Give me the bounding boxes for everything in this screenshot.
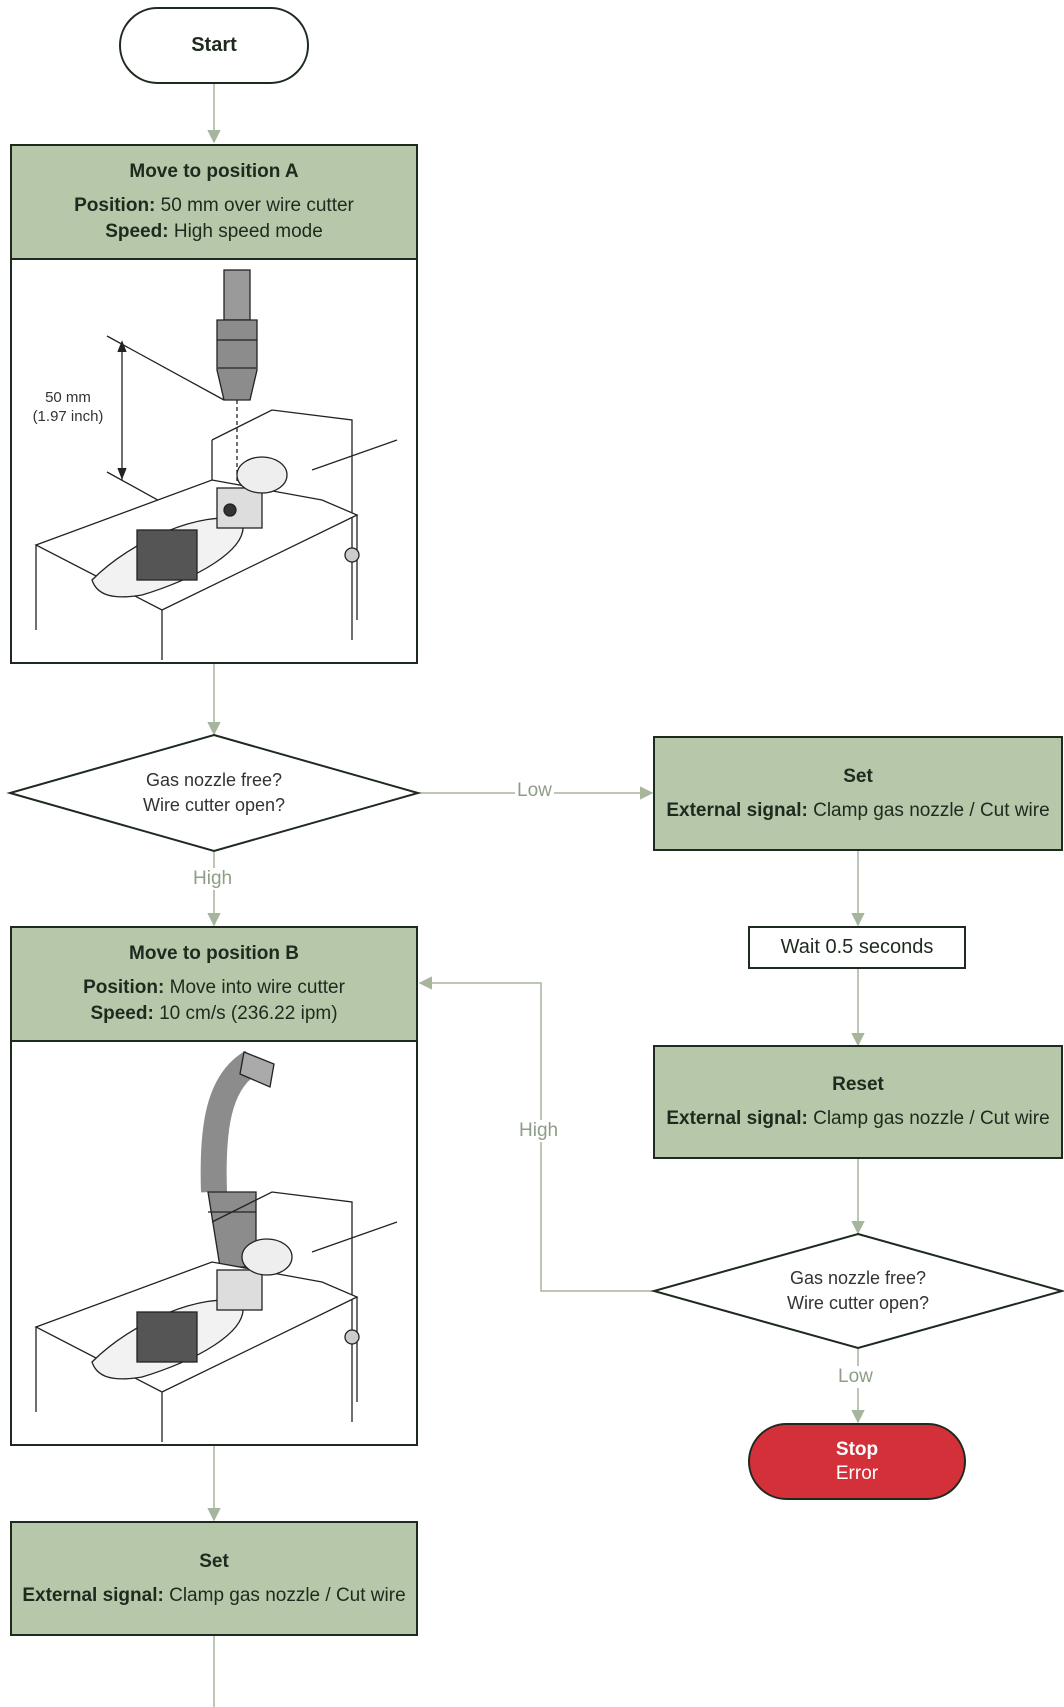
step-b-box: Move to position B Position: Move into w… [10, 926, 418, 1042]
edge-label-low-1: Low [515, 780, 554, 802]
set-bottom-signal-value: Clamp gas nozzle / Cut wire [163, 1584, 406, 1606]
step-b-title: Move to position B [129, 943, 299, 964]
wait-label: Wait 0.5 seconds [780, 936, 934, 958]
step-b-position-value: Move into wire cutter [164, 977, 345, 998]
figure-a-dim-inch: (1.97 inch) [32, 408, 104, 425]
figure-b-illustration [34, 1050, 398, 1442]
figure-a-dim-mm: 50 mm [45, 389, 91, 406]
set-bottom-title: Set [199, 1550, 229, 1572]
reset-signal-key: External signal: [666, 1108, 808, 1129]
wait-box: Wait 0.5 seconds [748, 926, 966, 969]
figure-a-panel: 50 mm (1.97 inch) [10, 258, 418, 664]
step-b-speed-key: Speed: [90, 1003, 154, 1024]
reset-title: Reset [832, 1074, 884, 1095]
figure-a-illustration [34, 269, 398, 660]
set-right-box: Set External signal: Clamp gas nozzle / … [653, 736, 1063, 851]
edge-label-high-1: High [191, 868, 235, 890]
decision-1-text: Gas nozzle free? Wire cutter open? [104, 768, 324, 818]
decision-1-line2: Wire cutter open? [142, 795, 286, 815]
edge-label-high-2: High [517, 1120, 561, 1142]
figure-b-panel [10, 1040, 418, 1446]
stop-title: Stop [835, 1438, 879, 1460]
set-right-title: Set [843, 765, 873, 787]
decision-2-text: Gas nozzle free? Wire cutter open? [748, 1266, 968, 1316]
step-a-title: Move to position A [129, 161, 299, 182]
stop-subtitle: Error [835, 1462, 879, 1484]
step-b-speed-value: 10 cm/s (236.22 ipm) [153, 1003, 338, 1024]
start-label: Start [191, 34, 237, 56]
edge-label-low-2: Low [836, 1366, 875, 1388]
decision-2-line1: Gas nozzle free? [789, 1268, 927, 1288]
decision-2-shape [650, 1232, 1064, 1350]
step-a-position-value: 50 mm over wire cutter [155, 195, 354, 216]
set-bottom-signal-key: External signal: [22, 1584, 164, 1606]
decision-2-line2: Wire cutter open? [786, 1293, 930, 1313]
step-a-speed-value: High speed mode [168, 221, 323, 242]
step-a-position-key: Position: [74, 195, 156, 216]
step-b-position-key: Position: [83, 977, 165, 998]
set-right-signal-key: External signal: [666, 799, 808, 821]
reset-signal-value: Clamp gas nozzle / Cut wire [807, 1108, 1050, 1129]
decision-1-shape [6, 733, 422, 853]
step-a-box: Move to position A Position: 50 mm over … [10, 144, 418, 260]
stop-terminal: Stop Error [748, 1423, 966, 1500]
set-right-signal-value: Clamp gas nozzle / Cut wire [807, 799, 1050, 821]
figure-a-dim-label: 50 mm (1.97 inch) [28, 388, 108, 426]
reset-box: Reset External signal: Clamp gas nozzle … [653, 1045, 1063, 1159]
step-a-speed-key: Speed: [105, 221, 169, 242]
set-bottom-box: Set External signal: Clamp gas nozzle / … [10, 1521, 418, 1636]
start-terminal: Start [119, 7, 309, 84]
decision-1-line1: Gas nozzle free? [145, 770, 283, 790]
